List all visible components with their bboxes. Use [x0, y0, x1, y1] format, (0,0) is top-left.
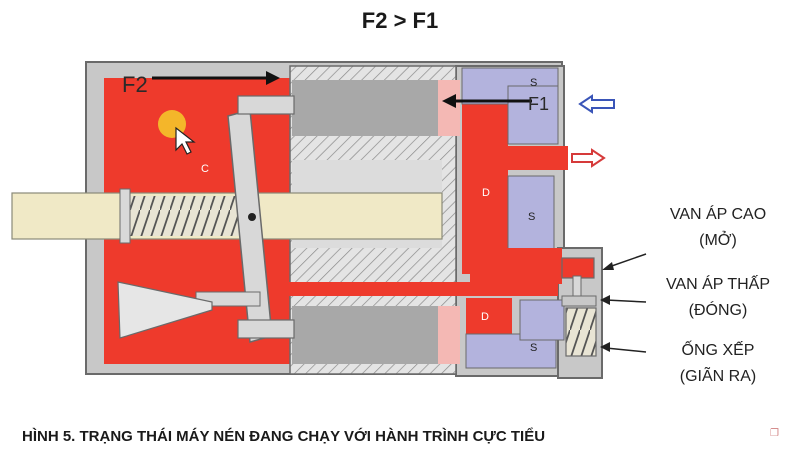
figure-title: F2 > F1 — [361, 8, 439, 33]
bellows-line2: (GIÃN RA) — [679, 368, 757, 385]
low-valve-line2: (ĐÓNG) — [688, 302, 748, 319]
high-valve-line1: VAN ÁP CAO — [669, 206, 767, 223]
low-pressure-valve-annotation: VAN ÁP THẤP (ĐÓNG) — [648, 272, 788, 324]
bellows-pointer — [605, 347, 647, 353]
bellows — [565, 307, 597, 357]
conical-link — [117, 281, 213, 339]
chamber-c-label: C — [201, 163, 209, 175]
suction-chamber-bottom-ext — [519, 299, 565, 341]
lower-cylinder-pink — [438, 306, 460, 364]
lower-piston-rod — [237, 319, 295, 339]
low-valve-pointer — [605, 299, 647, 303]
inlet-arrow — [578, 94, 615, 114]
high-valve-line2: (MỞ) — [699, 232, 737, 249]
chamber-s-top-label: S — [530, 77, 537, 89]
shaft-seal-left — [119, 188, 131, 244]
bellows-line1: ỐNG XẾP — [681, 342, 755, 359]
high-pressure-valve-body — [561, 257, 595, 279]
f1-arrowhead — [442, 94, 456, 108]
suction-chamber-middle — [507, 175, 555, 253]
discharge-port-channel — [508, 146, 568, 170]
mouse-pointer-icon — [175, 126, 196, 155]
control-passage — [288, 282, 558, 296]
upper-piston-rod — [237, 95, 295, 115]
chamber-d-lower-label: D — [481, 311, 489, 323]
outlet-arrow — [571, 148, 606, 168]
shaft-threaded-section — [128, 196, 240, 236]
watermark-icon: ❐ — [770, 428, 779, 439]
cylinder-bore-lower — [292, 306, 438, 364]
f2-label: F2 — [122, 72, 148, 97]
upper-cylinder-pink — [438, 80, 460, 136]
chamber-s-bottom-label: S — [530, 342, 537, 354]
swash-pivot — [248, 213, 256, 221]
f1-label: F1 — [528, 94, 549, 114]
discharge-chamber-lower — [466, 298, 512, 334]
control-passage-vertical — [470, 248, 562, 284]
discharge-chamber-upper — [462, 104, 508, 274]
figure-caption: HÌNH 5. TRẠNG THÁI MÁY NÉN ĐANG CHẠY VỚI… — [22, 428, 546, 445]
f2-arrowhead — [266, 71, 280, 85]
cylinder-bore-upper — [292, 80, 438, 136]
suction-chamber-top-ext — [507, 85, 559, 145]
low-pressure-valve-seat — [561, 295, 597, 307]
chamber-d-upper-label: D — [482, 187, 490, 199]
chamber-s-mid-label: S — [528, 211, 535, 223]
high-pressure-valve-annotation: VAN ÁP CAO (MỞ) — [648, 202, 788, 254]
bellows-annotation: ỐNG XẾP (GIÃN RA) — [648, 338, 788, 390]
low-valve-line1: VAN ÁP THẤP — [665, 276, 771, 293]
